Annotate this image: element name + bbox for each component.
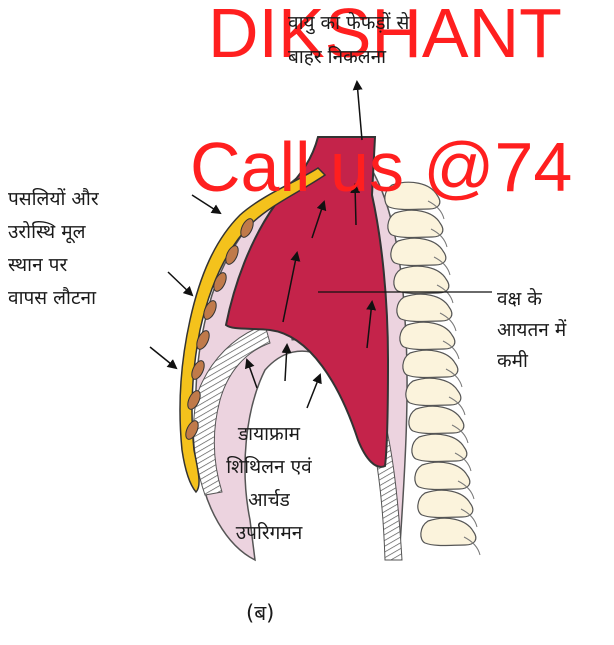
label-ribs-line: पसलियों और <box>8 183 99 216</box>
vertebra <box>388 210 443 237</box>
label-ribs-line: वापस लौटना <box>8 282 99 315</box>
label-ribs-line: स्थान पर <box>8 249 99 282</box>
rib-arrow <box>150 347 176 368</box>
vertebra <box>394 266 449 293</box>
label-diaphragm-line: आर्चड <box>203 484 335 517</box>
label-volume-line: वक्ष के <box>497 284 566 315</box>
vertebra <box>412 434 467 461</box>
vertebra <box>421 518 476 545</box>
vertebra <box>391 238 446 265</box>
diaphragm-arrow <box>307 375 320 408</box>
label-air-out-line: बाहर निकलना <box>288 40 409 74</box>
rib-arrow <box>168 272 192 295</box>
label-diaphragm-line: उपरिगमन <box>203 517 335 550</box>
vertebra <box>418 490 473 517</box>
vertebra <box>415 462 470 489</box>
label-ribs: पसलियों और उरोस्थि मूल स्थान पर वापस लौट… <box>8 183 99 315</box>
label-ribs-line: उरोस्थि मूल <box>8 216 99 249</box>
watermark-line-2: Call us @74 <box>190 132 572 202</box>
figure-caption: (ब) <box>246 598 274 628</box>
label-volume: वक्ष के आयतन में कमी <box>497 284 566 377</box>
label-air-out: वायु का फेफड़ों से बाहर निकलना <box>288 6 409 74</box>
label-air-out-line: वायु का फेफड़ों से <box>288 6 409 40</box>
vertebra <box>406 378 461 405</box>
label-volume-line: आयतन में <box>497 315 566 346</box>
vertebra <box>403 350 458 377</box>
vertebra <box>397 294 452 321</box>
label-diaphragm-line: डायाफ्राम <box>203 418 335 451</box>
vertebra <box>400 322 455 349</box>
label-volume-line: कमी <box>497 346 566 377</box>
vertebra <box>409 406 464 433</box>
label-diaphragm: डायाफ्राम शिथिलन एवं आर्चड उपरिगमन <box>203 418 335 550</box>
label-diaphragm-line: शिथिलन एवं <box>203 451 335 484</box>
